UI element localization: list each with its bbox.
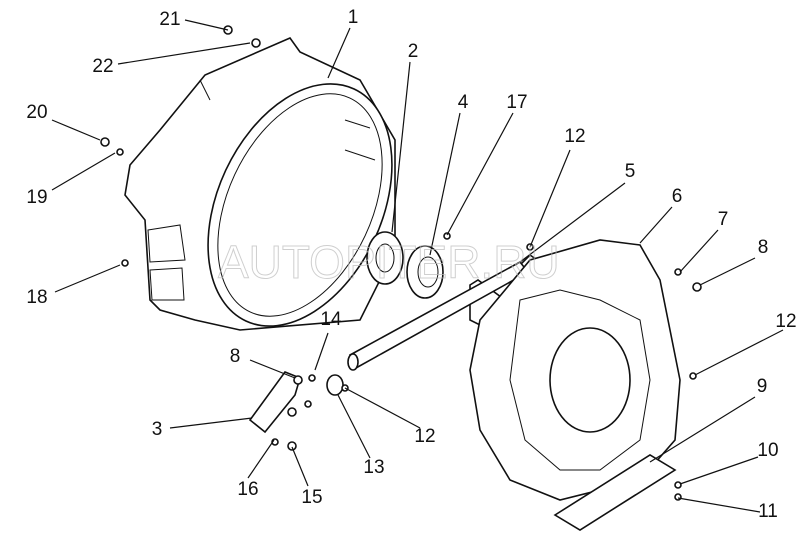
bearing-part-2: [366, 231, 404, 285]
fitting-part-17: [443, 232, 451, 240]
watermark: AUTOPITER.RU: [218, 236, 560, 288]
callout-4: 4: [458, 92, 469, 113]
callout-1: 1: [348, 7, 359, 28]
callout-2: 2: [408, 41, 419, 62]
callout-19: 19: [26, 187, 47, 208]
clutch-housing-part-1: [124, 37, 396, 331]
callout-18: 18: [26, 287, 47, 308]
callout-9: 9: [757, 376, 768, 397]
callout-12: 12: [414, 426, 435, 447]
leader-lines: [51, 19, 784, 513]
callout-6: 6: [672, 186, 683, 207]
callout-17: 17: [506, 92, 527, 113]
callout-3: 3: [152, 419, 163, 440]
callout-7: 7: [718, 209, 729, 230]
callout-21: 21: [159, 9, 180, 30]
bushing-part-13: [326, 374, 344, 396]
callout-12: 12: [775, 311, 796, 332]
callout-8: 8: [230, 346, 241, 367]
cover-plate-part-9: [553, 454, 677, 531]
callout-20: 20: [26, 102, 47, 123]
callout-16: 16: [237, 479, 258, 500]
lever-part-3: [248, 371, 301, 434]
callout-13: 13: [363, 457, 384, 478]
callout-10: 10: [757, 440, 778, 461]
fasteners: [100, 25, 702, 501]
callout-14: 14: [320, 309, 342, 330]
flywheel-housing-part-6: [469, 239, 681, 501]
callout-8: 8: [758, 237, 769, 258]
callout-12: 12: [564, 126, 585, 147]
callout-11: 11: [758, 501, 778, 522]
callout-22: 22: [92, 56, 113, 77]
callout-5: 5: [625, 161, 636, 182]
release-bearing-part-4: [406, 245, 444, 299]
callout-15: 15: [301, 487, 322, 508]
